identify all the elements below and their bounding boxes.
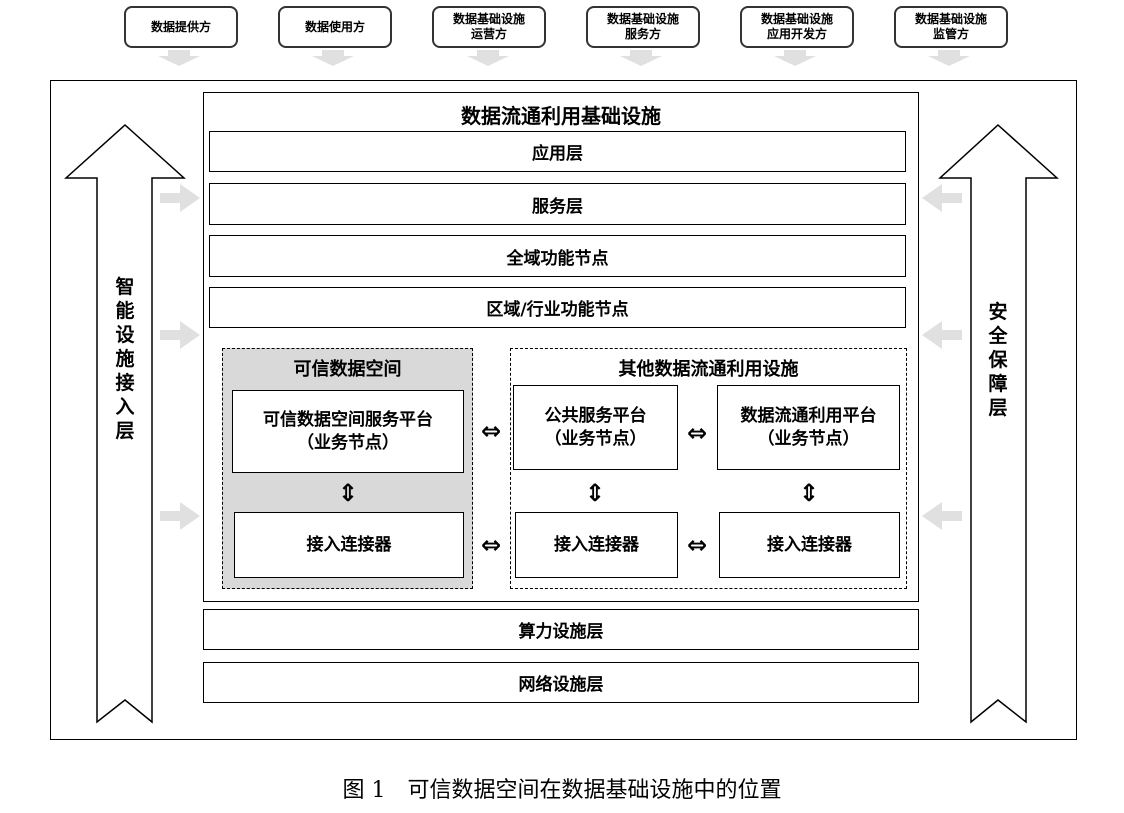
main-infrastructure-box — [203, 92, 919, 602]
vertical-bidirectional-arrow: ⇕ — [584, 479, 606, 507]
data-circulation-platform: 数据流通利用平台 （业务节点） — [717, 385, 900, 470]
stakeholder-infra-operator: 数据基础设施 运营方 — [432, 6, 546, 48]
stakeholder-data-user: 数据使用方 — [278, 6, 392, 48]
public-service-platform: 公共服务平台 （业务节点） — [513, 385, 678, 470]
vertical-bidirectional-arrow: ⇕ — [337, 479, 359, 507]
other-facilities-region — [510, 348, 907, 589]
figure-caption: 图 1 可信数据空间在数据基础设施中的位置 — [342, 778, 782, 803]
horizontal-bidirectional-arrow: ⇔ — [686, 419, 708, 447]
trusted-data-space-title: 可信数据空间 — [293, 359, 402, 380]
left-side-flow-arrows — [160, 184, 200, 530]
vertical-bidirectional-arrow: ⇕ — [798, 479, 820, 507]
outer-frame — [50, 80, 1077, 740]
right-side-flow-arrows — [922, 184, 962, 530]
horizontal-bidirectional-arrow: ⇔ — [480, 417, 502, 445]
main-title: 数据流通利用基础设施 — [461, 104, 661, 128]
public-access-connector: 接入连接器 — [515, 512, 678, 578]
stakeholder-infra-regulator: 数据基础设施 监管方 — [894, 6, 1008, 48]
global-function-node: 全域功能节点 — [209, 235, 906, 277]
trusted-space-access-connector: 接入连接器 — [234, 512, 464, 578]
stakeholder-infra-app-developer: 数据基础设施 应用开发方 — [740, 6, 854, 48]
regional-function-node: 区域/行业功能节点 — [209, 287, 906, 328]
application-layer: 应用层 — [209, 131, 906, 172]
left-side-label: 智能设施接入层 — [115, 276, 135, 442]
circulation-access-connector: 接入连接器 — [719, 512, 900, 578]
left-big-arrow-outline — [64, 123, 186, 724]
down-flow-arrows — [158, 50, 970, 66]
compute-infrastructure-layer: 算力设施层 — [203, 609, 919, 650]
service-layer: 服务层 — [209, 183, 906, 225]
stakeholder-data-provider: 数据提供方 — [124, 6, 238, 48]
other-facilities-title: 其他数据流通利用设施 — [618, 359, 799, 380]
right-side-label: 安全保障层 — [988, 301, 1008, 419]
right-big-arrow-outline — [938, 123, 1059, 724]
network-infrastructure-layer: 网络设施层 — [203, 662, 919, 703]
horizontal-bidirectional-arrow: ⇔ — [686, 531, 708, 559]
trusted-space-service-platform: 可信数据空间服务平台 （业务节点） — [232, 390, 464, 473]
horizontal-bidirectional-arrow: ⇔ — [480, 531, 502, 559]
stakeholder-infra-service: 数据基础设施 服务方 — [586, 6, 700, 48]
